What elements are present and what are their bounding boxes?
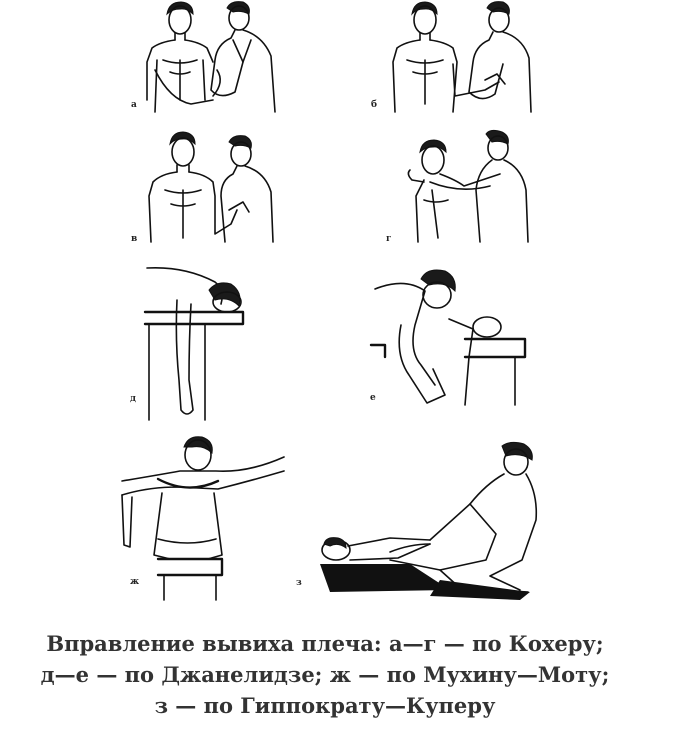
illustration-panel-v: в [125,130,290,250]
dzhanelidze-step-d-drawing [143,266,245,421]
illustration-panel-b: б [365,0,535,118]
kocher-step-b-drawing [392,1,532,113]
panel-label-v: в [131,234,138,244]
illustration-panel-z: з [290,440,540,600]
panel-label-a: а [131,100,137,110]
caption-line-3: з — по Гиппократу—Куперу [154,693,496,718]
panel-label-zh: ж [130,577,140,587]
illustration-panel-g: г [380,129,540,250]
figure-caption: Вправление вывиха плеча: а—г — по Кохеру… [0,628,650,721]
caption-line-2: д—е — по Джанелидзе; ж — по Мухину—Моту; [40,662,610,687]
kocher-step-g-drawing [407,129,529,243]
panel-label-z: з [296,578,302,588]
illustration-panel-d: д [125,260,255,421]
caption-line-1: Вправление вывиха плеча: а—г — по Кохеру… [46,631,604,656]
panel-label-e: е [370,393,376,403]
kocher-step-v-drawing [148,131,274,243]
panel-label-g: г [386,234,392,244]
mukhin-mott-step-zh-drawing [121,436,285,601]
illustration-panel-e: е [365,265,527,415]
kocher-step-a-drawing [146,1,276,113]
hippocrates-cooper-step-z-drawing [320,441,538,600]
illustration-panel-zh: ж [118,435,288,601]
illustration-panel-a: а [125,0,285,118]
panel-label-d: д [130,394,136,404]
panel-label-b: б [371,100,378,110]
dzhanelidze-step-e-drawing [369,269,527,406]
